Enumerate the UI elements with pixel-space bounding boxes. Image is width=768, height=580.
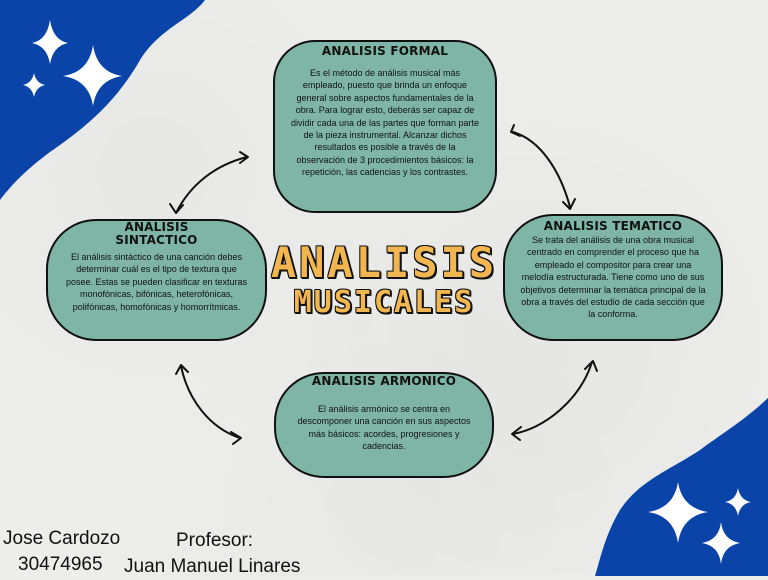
sparkle-icon bbox=[648, 482, 708, 543]
node-analisis-tematico: ANALISIS TEMATICO Se trata del análisis … bbox=[503, 214, 723, 341]
node-analisis-formal: ANALISIS FORMAL Es el método de análisis… bbox=[273, 40, 497, 213]
node-analisis-armonico: ANALISIS ARMONICO El análisis armónico s… bbox=[274, 372, 494, 478]
node-body: El análisis sintáctico de una canción de… bbox=[65, 252, 248, 312]
curved-double-arrow-icon bbox=[512, 361, 593, 435]
curved-double-arrow-icon bbox=[180, 365, 241, 439]
student-name: Jose Cardozo bbox=[3, 528, 121, 549]
curved-double-arrow-icon bbox=[512, 131, 571, 208]
node-title: ANALISIS FORMAL bbox=[321, 44, 449, 58]
node-title: ANALISIS SINTACTICO bbox=[115, 220, 198, 247]
curved-double-arrow-icon bbox=[175, 156, 248, 214]
node-title: ANALISIS ARMONICO bbox=[311, 374, 457, 388]
sparkle-icon bbox=[725, 488, 751, 516]
sparkle-icon bbox=[63, 45, 122, 106]
professor-name: Juan Manuel Linares bbox=[124, 556, 301, 577]
node-title: ANALISIS TEMATICO bbox=[543, 219, 683, 233]
sparkle-icon bbox=[23, 73, 45, 97]
student-id: 30474965 bbox=[18, 554, 103, 575]
node-analisis-sintactico: ANALISIS SINTACTICO El análisis sintácti… bbox=[46, 219, 267, 341]
corner-blob-bottom-right bbox=[595, 398, 768, 576]
corner-blob-top-left bbox=[0, 0, 205, 200]
main-title: ANALISIS MUSICALES bbox=[268, 240, 500, 320]
node-body: Se trata del análisis de una obra musica… bbox=[520, 235, 706, 320]
main-title-line1: ANALISIS bbox=[270, 238, 498, 287]
node-body: El análisis armónico se centra en descom… bbox=[297, 404, 471, 452]
sparkle-icon bbox=[702, 522, 740, 564]
sparkle-icon bbox=[32, 20, 68, 64]
professor-label: Profesor: bbox=[176, 530, 254, 551]
main-title-line2: MUSICALES bbox=[293, 285, 475, 320]
node-body: Es el método de análisis musical más emp… bbox=[290, 68, 480, 178]
